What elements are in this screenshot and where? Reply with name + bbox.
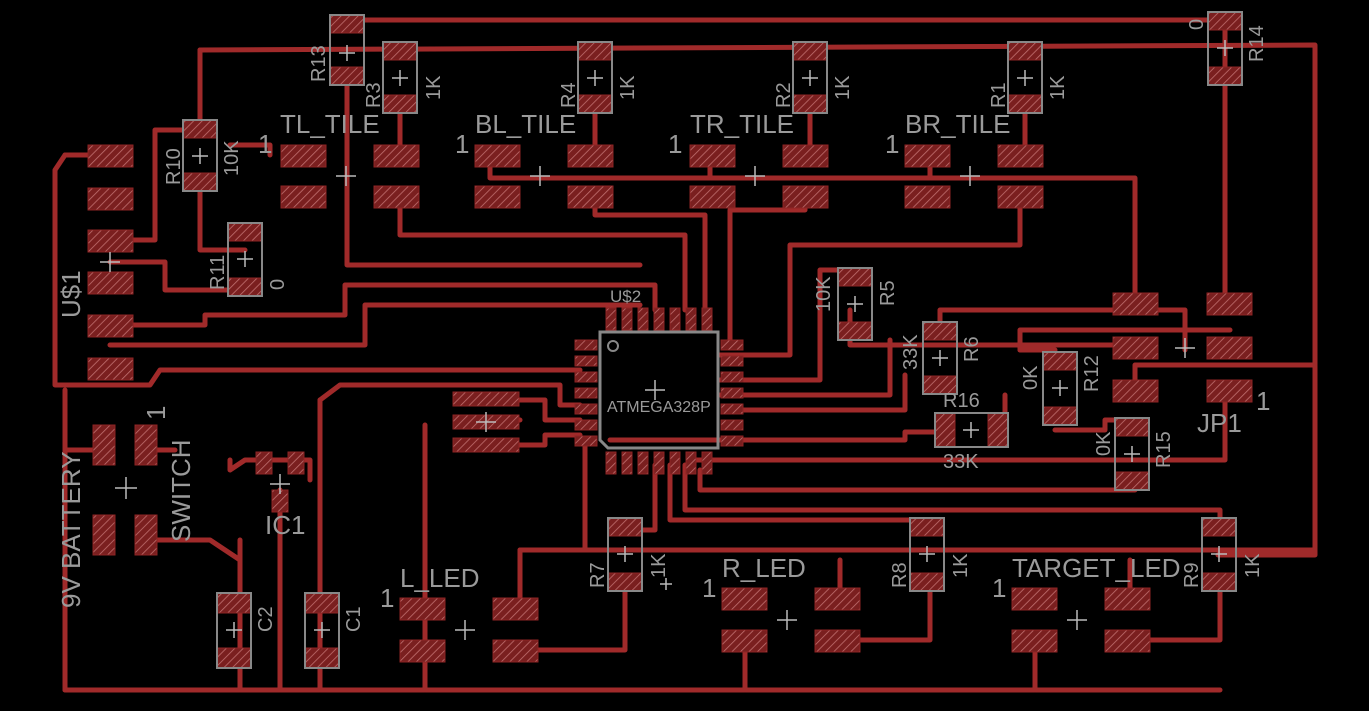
label-pin1-br: 1 <box>885 129 899 159</box>
label-pin1-l-led: 1 <box>380 583 394 613</box>
label-r8: R8 <box>889 562 911 588</box>
value-r6: 33K <box>900 334 922 370</box>
label-pin1-r-led: 1 <box>702 573 716 603</box>
value-r15: 0K <box>1093 431 1115 456</box>
label-r13: R13 <box>308 45 330 82</box>
label-target-led: TARGET_LED <box>1012 553 1181 583</box>
traces <box>52 17 1318 693</box>
label-atmega: ATMEGA328P <box>607 399 711 416</box>
label-bl-tile: BL_TILE <box>475 109 576 139</box>
value-r2: 1K <box>832 75 854 100</box>
label-pin1-target-led: 1 <box>992 573 1006 603</box>
value-r5: 10K <box>813 276 835 312</box>
value-r8: 1K <box>950 553 972 578</box>
origin-markers <box>100 40 1233 640</box>
label-pin1-tr: 1 <box>668 129 682 159</box>
label-r5: R5 <box>877 280 899 306</box>
label-jp1-pin1: 1 <box>1256 386 1270 416</box>
value-r3: 1K <box>423 75 445 100</box>
label-pin1-bl: 1 <box>455 129 469 159</box>
resistors <box>182 11 1243 669</box>
label-c2: C2 <box>255 606 277 632</box>
label-r11: R11 <box>207 255 229 290</box>
label-tr-tile: TR_TILE <box>690 109 794 139</box>
value-r11: 0 <box>267 279 289 290</box>
value-r10: 10K <box>221 140 243 176</box>
label-r15: R15 <box>1153 431 1175 468</box>
label-r12: R12 <box>1081 355 1103 392</box>
value-r7: 1K <box>648 553 670 578</box>
label-ic1: IC1 <box>265 510 305 540</box>
label-pin1-tl: 1 <box>258 129 272 159</box>
label-us1: U$1 <box>56 270 86 318</box>
tile-pads <box>92 144 1253 663</box>
label-l-led: L_LED <box>400 563 480 593</box>
label-r4: R4 <box>558 82 580 108</box>
label-r6: R6 <box>961 336 983 362</box>
value-r4: 1K <box>617 75 639 100</box>
connector-us1 <box>87 144 134 381</box>
value-r16: 33K <box>943 451 979 473</box>
label-r1: R1 <box>988 82 1010 108</box>
label-r7: R7 <box>587 562 609 588</box>
label-switch: SWITCH <box>166 439 196 542</box>
label-battery: 9V BATTERY <box>56 451 86 608</box>
label-r3: R3 <box>363 82 385 108</box>
label-us2: U$2 <box>610 287 641 306</box>
label-c1: C1 <box>343 606 365 632</box>
value-r9: 1K <box>1242 553 1264 578</box>
value-r14: 0 <box>1186 19 1208 30</box>
atmega-chip <box>574 307 744 475</box>
label-r16: R16 <box>943 390 980 412</box>
silkscreen-labels: TL_TILE BL_TILE TR_TILE BR_TILE 1 1 1 1 … <box>56 19 1270 632</box>
label-r-led: R_LED <box>722 553 806 583</box>
label-r10: R10 <box>163 148 185 185</box>
label-r14: R14 <box>1246 25 1268 62</box>
label-jp1: JP1 <box>1197 408 1242 438</box>
label-r2: R2 <box>773 82 795 108</box>
label-r9: R9 <box>1181 562 1203 588</box>
value-r12: 0K <box>1020 365 1042 390</box>
value-r1: 1K <box>1047 75 1069 100</box>
label-br-tile: BR_TILE <box>905 109 1011 139</box>
label-tl-tile: TL_TILE <box>280 109 380 139</box>
label-switch-pin1: 1 <box>141 406 171 420</box>
